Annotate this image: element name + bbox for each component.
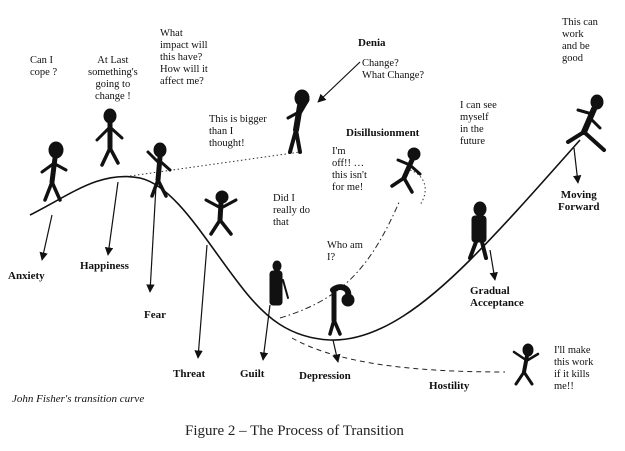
thought-denial: Change? What Change? — [362, 58, 425, 81]
disillusionment-dotted-tail — [409, 169, 426, 206]
thought-disillusionment: I'm off!! … this isn't for me! — [332, 146, 367, 193]
denial-dotted-line — [129, 151, 301, 177]
arrow-threat — [194, 244, 208, 359]
figure-hostility — [512, 343, 540, 386]
thought-guilt: Did I really do that — [273, 193, 311, 228]
arrow-gradual-acceptance — [489, 249, 498, 281]
figure-moving-forward — [566, 94, 606, 152]
figure-depression — [328, 284, 355, 336]
credit-text: John Fisher's transition curve — [12, 393, 145, 405]
thought-gradual-acceptance: I can see myself in the future — [460, 100, 497, 147]
figure-caption: Figure 2 – The Process of Transition — [185, 423, 404, 439]
arrow-fear — [146, 185, 157, 293]
arrow-happiness — [104, 181, 119, 256]
stage-label-gradual-acceptance: Gradual Acceptance — [470, 285, 524, 309]
stage-label-happiness: Happiness — [80, 260, 129, 272]
stage-label-disillusionment: Disillusionment — [346, 127, 420, 139]
stage-label-threat: Threat — [173, 368, 206, 380]
stage-label-denial: Denia — [358, 37, 386, 49]
arrow-guilt — [259, 304, 271, 361]
hostility-dashed-line — [291, 337, 506, 373]
stage-label-fear: Fear — [144, 309, 166, 321]
figure-denial — [286, 89, 310, 154]
figure-fear — [146, 142, 172, 198]
figure-anxiety — [40, 141, 68, 202]
stage-label-anxiety: Anxiety — [8, 270, 45, 282]
thought-hostility: I'll make this work if it kills me!! — [554, 345, 594, 392]
arrow-denial — [317, 61, 361, 103]
figure-gradual-acceptance — [468, 201, 488, 260]
thought-happiness: At Last something's going to change ! — [88, 55, 138, 102]
figure-happiness — [95, 108, 124, 167]
stage-label-guilt: Guilt — [240, 368, 265, 380]
thought-moving-forward: This can work and be good — [562, 17, 598, 64]
figure-guilt — [269, 260, 289, 306]
arrow-anxiety — [39, 214, 53, 261]
figure-threat — [204, 190, 238, 236]
arrow-moving-forward — [572, 147, 582, 184]
thought-anxiety: Can I cope ? — [30, 55, 58, 78]
disillusionment-dashdot-line — [279, 199, 401, 319]
thought-depression: Who am I? — [327, 240, 363, 263]
thought-fear: What impact will this have? How will it … — [160, 28, 208, 87]
stage-label-depression: Depression — [299, 370, 351, 382]
figure-disillusionment — [390, 147, 422, 194]
transition-curve — [29, 139, 581, 341]
arrow-depression — [332, 339, 341, 363]
stage-label-hostility: Hostility — [429, 380, 470, 392]
stage-label-moving-forward: Moving Forward — [558, 189, 600, 213]
thought-threat: This is bigger than I thought! — [209, 114, 267, 149]
